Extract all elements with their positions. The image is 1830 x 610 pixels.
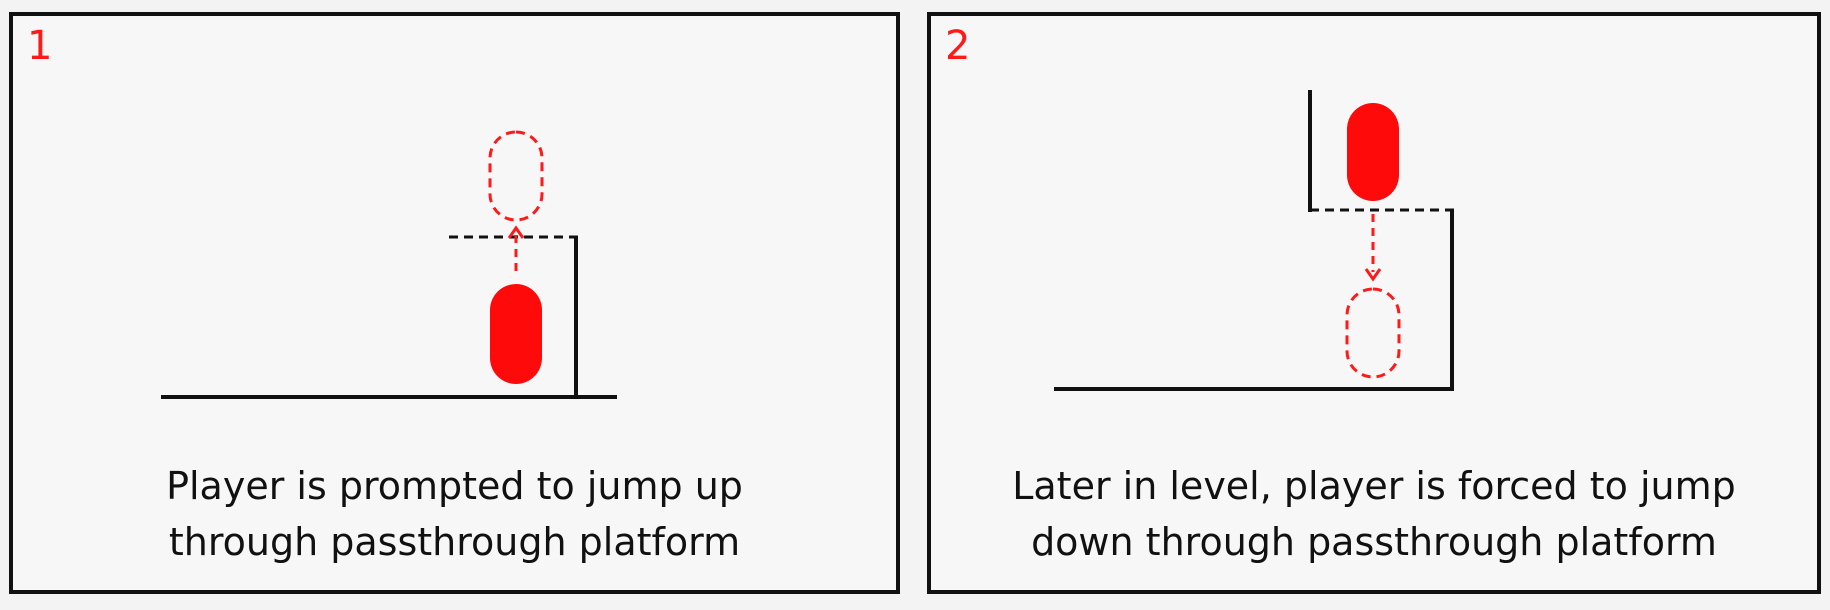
ghost-player <box>488 130 544 222</box>
panel-number: 1 <box>27 23 53 69</box>
caption-line-2: through passthrough platform <box>168 520 741 564</box>
caption-line-1: Later in level, player is forced to jump <box>1012 464 1736 508</box>
jump-up-arrowhead <box>507 225 525 239</box>
panel-2: 2 Later in level, player is forced to ju… <box>927 12 1821 594</box>
caption-line-2: down through passthrough platform <box>1031 520 1717 564</box>
panel-number: 2 <box>945 23 971 69</box>
caption: Later in level, player is forced to jump… <box>931 458 1817 570</box>
panel-1-scene <box>161 130 617 399</box>
panel-1: 1 Player is prompted to jump up through … <box>9 12 900 594</box>
ghost-player <box>1345 287 1401 379</box>
player <box>1347 103 1399 201</box>
jump-down-arrowhead <box>1364 268 1382 282</box>
panel-2-scene <box>1054 90 1454 391</box>
caption-line-1: Player is prompted to jump up <box>166 464 743 508</box>
caption: Player is prompted to jump up through pa… <box>13 458 896 570</box>
player <box>490 284 542 384</box>
